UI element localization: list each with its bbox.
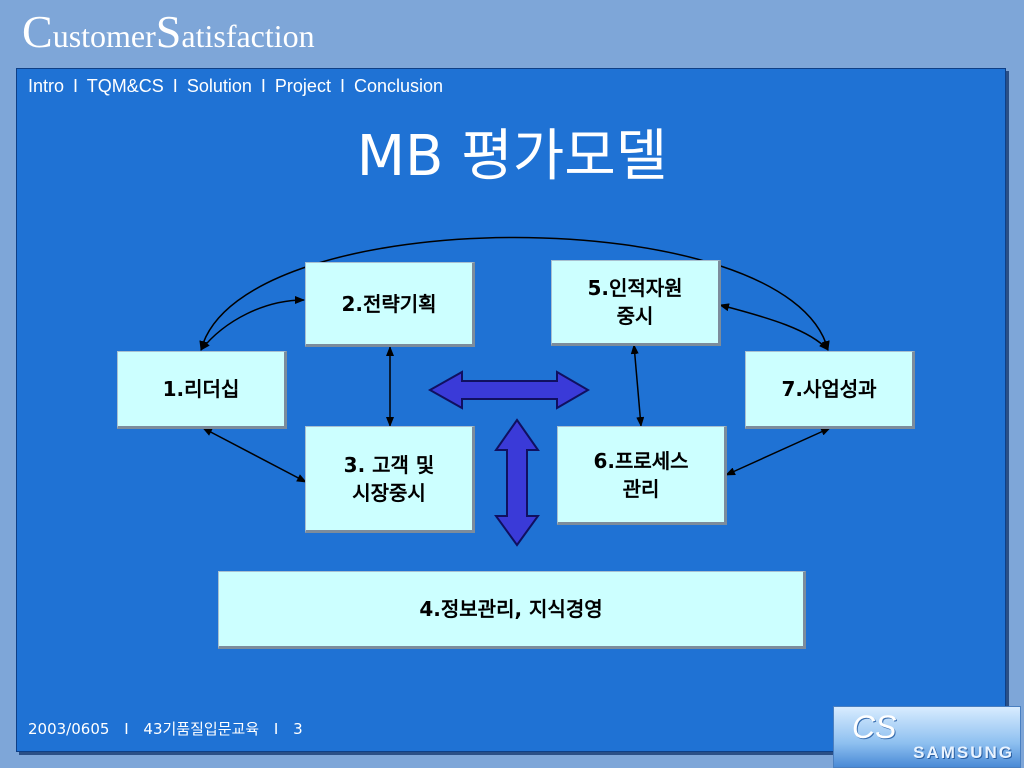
nav-separator: I [339,76,345,96]
logo-cs-text: CS [852,709,897,745]
box-information-knowledge: 4.정보관리, 지식경영 [218,571,806,649]
box-leadership: 1.리더십 [117,351,287,429]
brand-initial-c: C [22,6,53,57]
logo-samsung-text: SAMSUNG [913,743,1014,762]
nav-separator: I [260,76,266,96]
nav-separator: I [73,76,79,96]
box-customer-label-line1: 3. 고객 및 [343,452,435,477]
box-strategy-label: 2.전략기획 [341,291,437,316]
box-customer-label-line2: 시장중시 [352,480,426,505]
footer: 2003/0605 I 43기품질입문교육 I 3 [28,718,303,739]
nav-item-conclusion[interactable]: Conclusion [354,76,444,96]
box-hr-label-line2: 중시 [616,304,654,328]
nav-item-project[interactable]: Project [274,76,331,96]
nav-separator: I [172,76,178,96]
breadcrumb-nav: Intro I TQM&CS I Solution I Project I Co… [28,76,443,97]
box-process-label-line2: 관리 [622,476,660,501]
box-business-results: 7.사업성과 [745,351,915,429]
box-hr-label-line1: 5.인적자원 [587,276,683,300]
box-process-management: 6.프로세스 관리 [557,426,727,525]
brand-word-satisfaction: atisfaction [181,18,315,54]
footer-date: 2003/0605 [28,720,110,738]
nav-item-intro[interactable]: Intro [28,76,65,96]
box-strategy: 2.전략기획 [305,262,475,347]
brand-logo-text: CustomerSatisfaction [22,9,315,58]
box-human-resources: 5.인적자원 중시 [551,260,721,346]
box-results-label: 7.사업성과 [781,377,877,401]
slide-title: MB 평가모델 [356,124,668,189]
footer-page-number: 3 [293,720,303,738]
box-customer-market: 3. 고객 및 시장중시 [305,426,475,533]
nav-item-tqmcs[interactable]: TQM&CS [86,76,164,96]
footer-course: 43기품질입문교육 [143,720,260,738]
box-process-label-line1: 6.프로세스 [593,448,689,473]
footer-separator: I [124,720,129,738]
footer-separator: I [273,720,279,738]
box-information-label: 4.정보관리, 지식경영 [419,597,603,621]
box-leadership-label: 1.리더십 [162,377,240,401]
samsung-cs-logo: CS SAMSUNG [833,706,1021,768]
brand-word-customer: ustomer [52,18,156,54]
nav-item-solution[interactable]: Solution [186,76,252,96]
brand-initial-s: S [155,6,182,57]
